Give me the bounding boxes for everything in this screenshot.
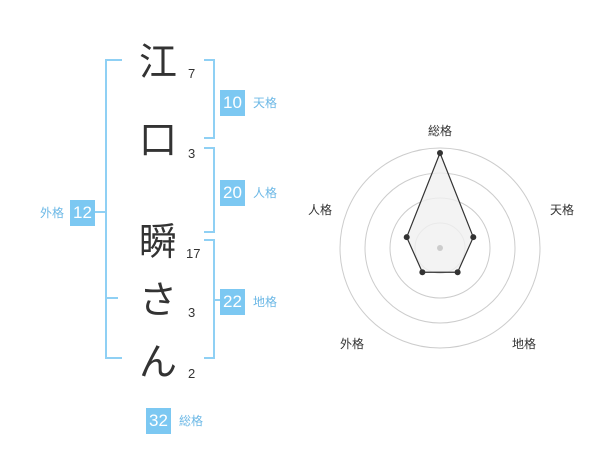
radar-axis-label-tenkaku: 天格 — [550, 203, 575, 217]
radar-axis-label-chikaku: 地格 — [512, 337, 537, 351]
radar-axis-label-soukaku: 総格 — [428, 124, 453, 138]
radar-point-4 — [419, 269, 426, 276]
name-char-4: さ — [138, 278, 177, 322]
name-char-2: 口 — [138, 118, 177, 162]
soukaku-value: 32 — [146, 408, 171, 434]
stroke-count-2: 3 — [188, 146, 196, 161]
radar-point-3 — [454, 269, 461, 276]
radar-axis-label-gaikaku: 外格 — [340, 337, 365, 351]
soukaku-label: 総格 — [179, 414, 204, 428]
radar-axis-label-jinkaku: 人格 — [308, 203, 333, 217]
stroke-count-4: 3 — [188, 305, 196, 320]
radar-center-dot — [437, 245, 443, 251]
name-char-1: 江 — [138, 40, 177, 84]
radar-point-2 — [470, 234, 477, 241]
gaikaku-label: 外格 — [40, 206, 65, 220]
radar-point-1 — [437, 150, 443, 156]
radar-value-polygon — [406, 151, 474, 273]
stroke-count-5: 2 — [188, 366, 196, 381]
gaikaku-value: 12 — [70, 200, 95, 226]
jinkaku-value: 20 — [220, 180, 245, 206]
stroke-count-3: 17 — [186, 246, 201, 261]
radar-point-5 — [403, 234, 410, 241]
name-char-3: 瞬 — [138, 220, 177, 264]
radar-ring-4 — [339, 147, 541, 349]
tenkaku-value: 10 — [220, 90, 245, 116]
name-char-5: ん — [138, 340, 177, 384]
stroke-count-1: 7 — [188, 66, 196, 81]
jinkaku-label: 人格 — [253, 186, 278, 200]
chikaku-value: 22 — [220, 289, 245, 315]
tenkaku-label: 天格 — [253, 96, 278, 110]
chikaku-label: 地格 — [253, 295, 278, 309]
